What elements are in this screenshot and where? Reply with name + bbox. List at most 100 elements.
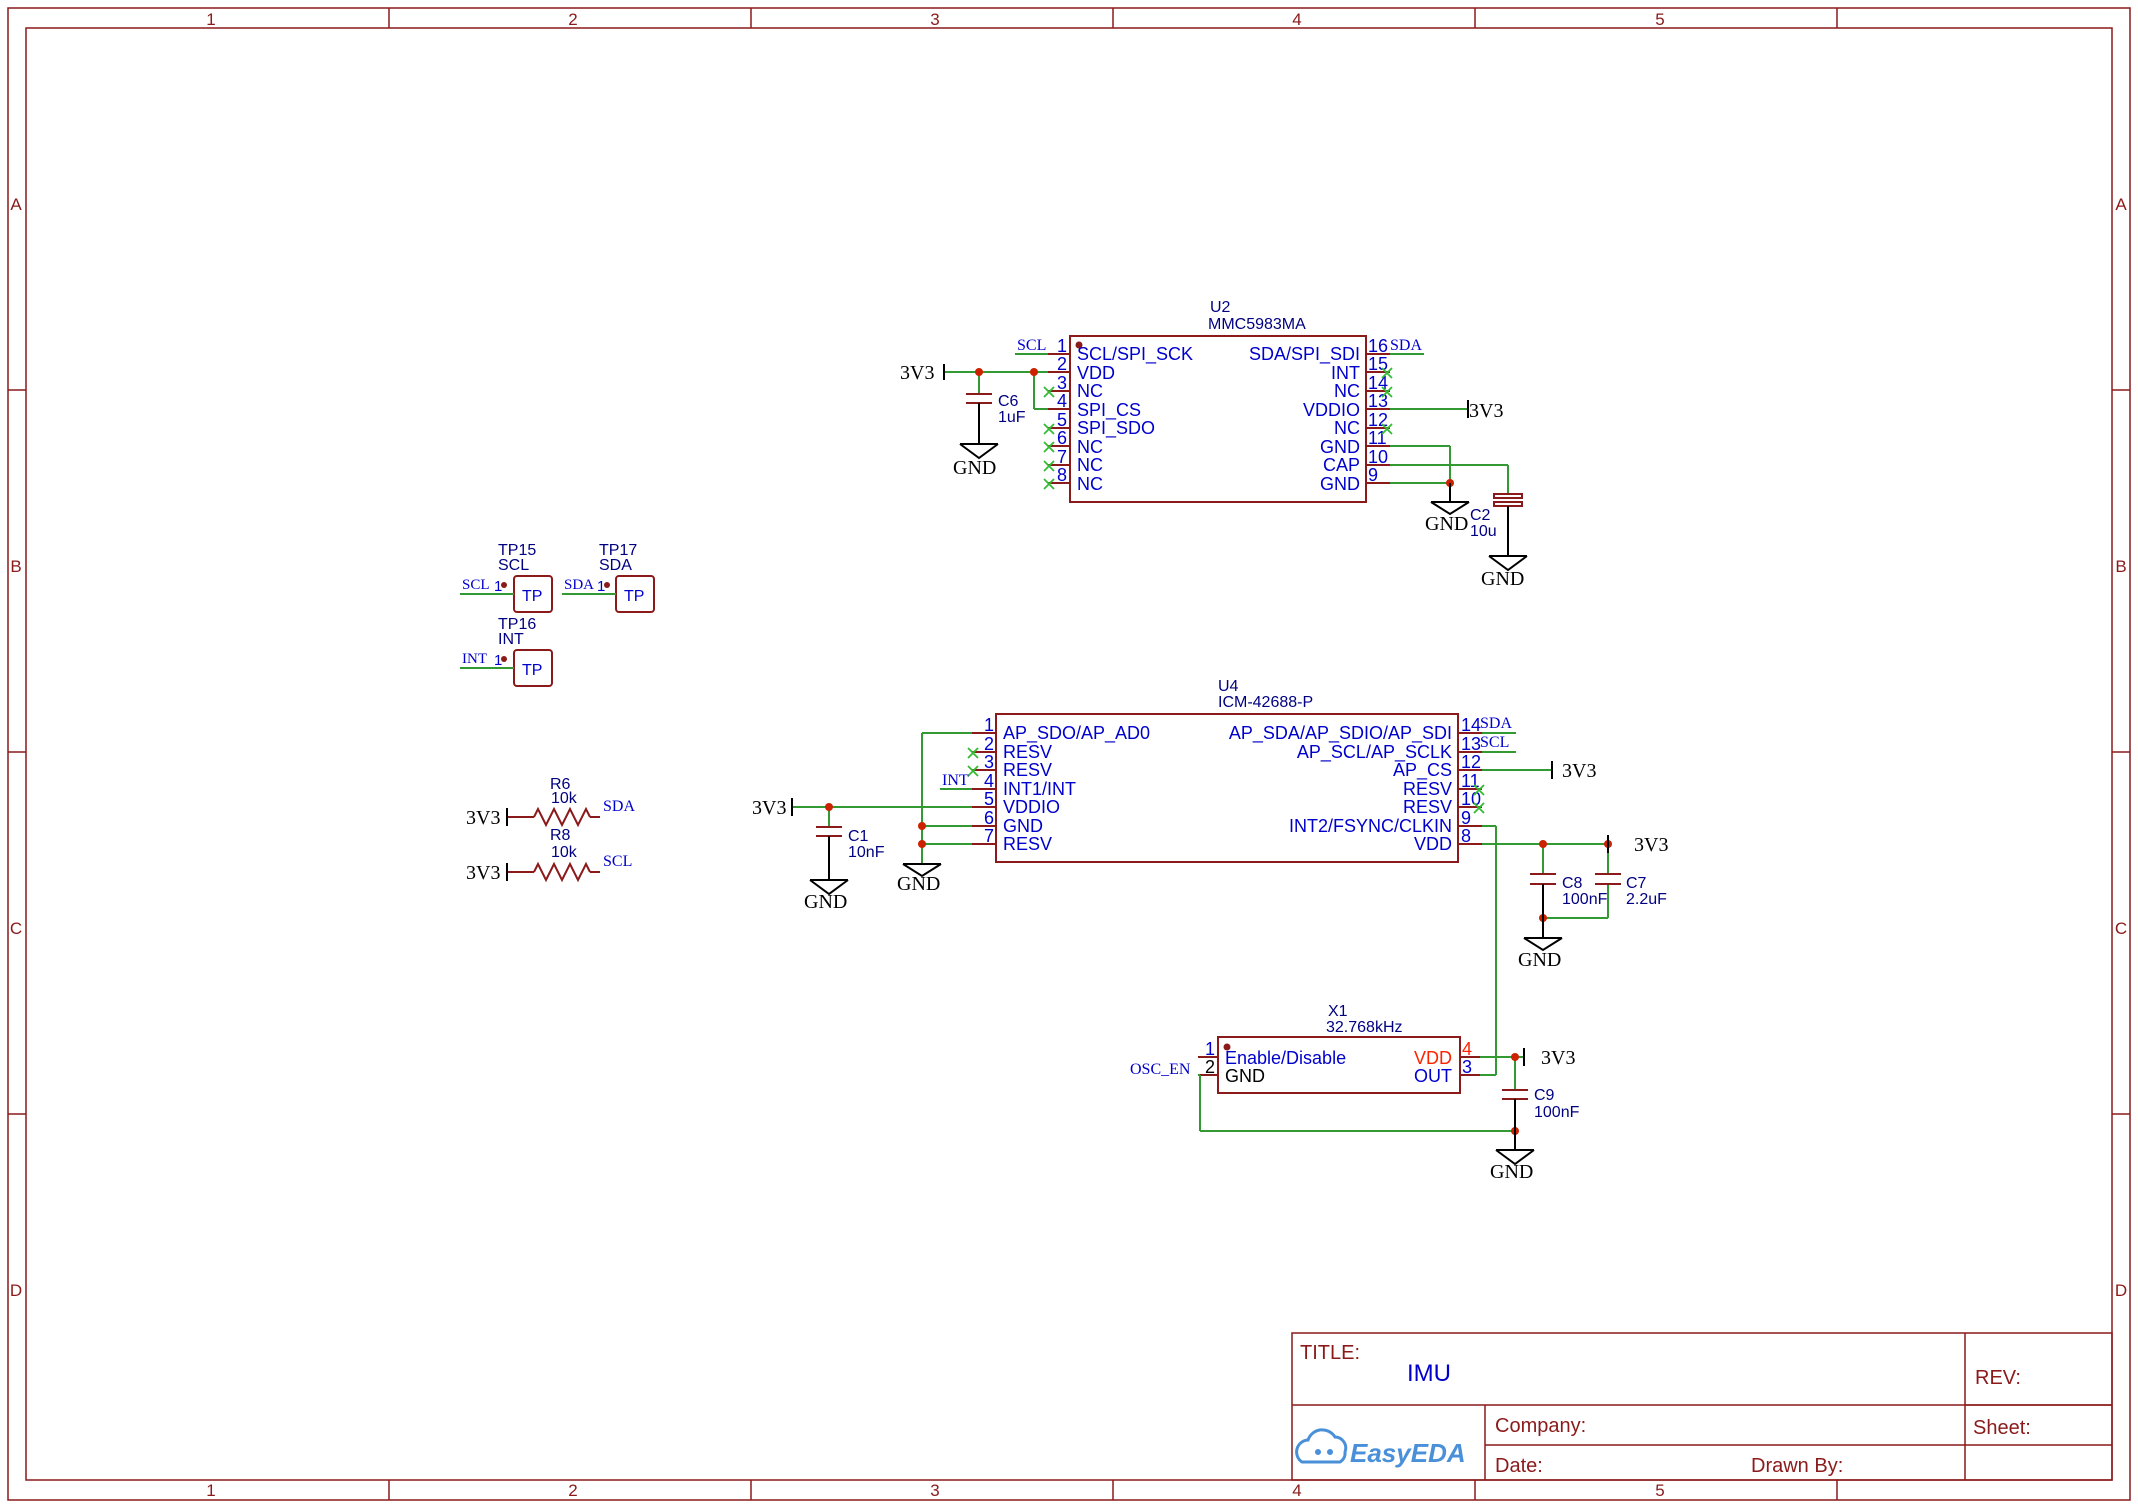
- u2-pin-num: 7: [1057, 447, 1067, 467]
- drawn-by-label: Drawn By:: [1751, 1455, 1843, 1477]
- net-label-scl: SCL: [603, 853, 632, 870]
- u2-component[interactable]: U2 MMC5983MA SCL/SPI_SCK VDD NC SPI_CS S…: [1043, 299, 1393, 503]
- u4-pin-num: 4: [984, 771, 994, 791]
- border-row-label: D: [10, 1281, 22, 1300]
- u2-pin-name: GND: [1320, 437, 1360, 457]
- u2-pin-name: NC: [1334, 381, 1360, 401]
- x1-designator: X1: [1328, 1003, 1348, 1020]
- c1-ref: C1: [848, 828, 869, 845]
- border-col-label: 1: [206, 1481, 215, 1500]
- title-label: TITLE:: [1300, 1342, 1360, 1364]
- u4-pin-name: RESV: [1003, 742, 1052, 762]
- u4-pin-num: 7: [984, 826, 994, 846]
- u2-pin-num: 2: [1057, 354, 1067, 374]
- u4-pin-num: 5: [984, 789, 994, 809]
- border-row-label: B: [2115, 557, 2126, 576]
- pin1-dot: [1223, 1043, 1231, 1051]
- c1-capacitor[interactable]: C1 10nF: [816, 826, 885, 880]
- c9-ref: C9: [1534, 1087, 1555, 1104]
- c2-capacitor[interactable]: C2 10u: [1470, 493, 1523, 556]
- u4-pin-num: 13: [1461, 734, 1481, 754]
- power-3v3-symbol: 3V3: [1551, 760, 1596, 782]
- power-3v3-label: 3V3: [466, 807, 500, 829]
- r8-ref: R8: [550, 827, 571, 844]
- u2-pin-num: 16: [1368, 336, 1388, 356]
- x1-oscillator[interactable]: X1 32.768kHz Enable/Disable GND VDD OUT …: [1198, 1003, 1480, 1094]
- border-col-label: 4: [1292, 1481, 1301, 1500]
- u2-pin-num: 6: [1057, 428, 1067, 448]
- u4-pin-num: 14: [1461, 715, 1481, 735]
- svg-text:3V3: 3V3: [1541, 1047, 1575, 1069]
- u2-pin-name: VDDIO: [1303, 400, 1360, 420]
- u2-pin-name: SPI_CS: [1077, 400, 1141, 421]
- tp15-net: SCL: [498, 557, 529, 574]
- svg-text:GND: GND: [1490, 1161, 1533, 1183]
- tp16-testpoint[interactable]: TP16 INT TP 1 INT: [460, 616, 553, 687]
- u2-pin-name: NC: [1334, 418, 1360, 438]
- c1-value: 10nF: [848, 844, 885, 861]
- net-label-int: INT: [942, 772, 969, 789]
- net-label-scl: SCL: [462, 577, 490, 593]
- u2-pin-name: SCL/SPI_SCK: [1077, 344, 1193, 365]
- tp17-testpoint[interactable]: TP17 SDA TP 1 SDA: [562, 542, 655, 613]
- svg-text:GND: GND: [1481, 568, 1524, 590]
- c6-capacitor[interactable]: C6 1uF: [966, 393, 1026, 444]
- c7-ref: C7: [1626, 875, 1647, 892]
- border-col-label: 4: [1292, 10, 1301, 29]
- svg-text:3V3: 3V3: [1469, 400, 1503, 422]
- border-row-label: A: [2115, 195, 2127, 214]
- border-col-label: 3: [930, 1481, 939, 1500]
- svg-text:GND: GND: [1425, 513, 1468, 535]
- c9-capacitor[interactable]: C9 100nF: [1502, 1087, 1580, 1150]
- title-block: TITLE: IMU REV: Company: Sheet: Date: Dr…: [1291, 1332, 2113, 1481]
- u2-pin-num: 5: [1057, 410, 1067, 430]
- u2-pin-name: NC: [1077, 381, 1103, 401]
- u2-pin-name: VDD: [1077, 363, 1115, 383]
- u4-designator: U4: [1218, 678, 1239, 695]
- x1-pin-num: 2: [1205, 1057, 1215, 1077]
- u4-pin-name: VDDIO: [1003, 797, 1060, 817]
- pin1-dot: [1075, 341, 1083, 349]
- u4-pin-name: INT1/INT: [1003, 779, 1076, 799]
- net-label-sda: SDA: [1390, 337, 1422, 354]
- u4-pin-name: RESV: [1403, 797, 1452, 817]
- c2-value: 10u: [1470, 523, 1497, 540]
- x1-pin-num: 4: [1462, 1039, 1472, 1059]
- c8-capacitor[interactable]: C8 100nF: [1530, 873, 1608, 938]
- c7-capacitor[interactable]: C7 2.2uF: [1595, 873, 1667, 908]
- tp15-testpoint[interactable]: TP15 SCL TP 1 SCL: [460, 542, 553, 613]
- x1-body: [1217, 1036, 1461, 1094]
- u2-body: [1069, 335, 1367, 503]
- company-label: Company:: [1495, 1415, 1586, 1437]
- u4-pin-num: 1: [984, 715, 994, 735]
- u4-wires: [792, 732, 1609, 1075]
- border-col-label: 5: [1655, 1481, 1664, 1500]
- border-row-label: C: [10, 919, 22, 938]
- svg-text:GND: GND: [1518, 949, 1561, 971]
- border-col-label: 2: [568, 1481, 577, 1500]
- tp15-body: TP: [522, 588, 542, 605]
- u4-component[interactable]: U4 ICM-42688-P AP_SDO/AP_AD0 RESV RESV I…: [967, 678, 1485, 863]
- u2-part-name: MMC5983MA: [1208, 316, 1306, 333]
- u2-pin-name: SPI_SDO: [1077, 418, 1155, 439]
- u2-pin-num: 10: [1368, 447, 1388, 467]
- net-label-osc-en: OSC_EN: [1130, 1061, 1191, 1078]
- c9-value: 100nF: [1534, 1104, 1580, 1121]
- r6-resistor[interactable]: R6 10k 3V3 SDA: [466, 776, 635, 829]
- easyeda-logo: EasyEDA: [1295, 1428, 1466, 1468]
- ground-symbol: GND: [1490, 1149, 1535, 1183]
- u2-pin-num: 8: [1057, 465, 1067, 485]
- x1-part-name: 32.768kHz: [1326, 1019, 1403, 1036]
- x1-pin-name: OUT: [1414, 1066, 1452, 1086]
- r8-resistor[interactable]: R8 10k 3V3 SCL: [466, 827, 632, 884]
- c6-value: 1uF: [998, 409, 1026, 426]
- sheet-label: Sheet:: [1973, 1417, 2031, 1439]
- u2-pin-name: CAP: [1323, 455, 1360, 475]
- net-label-scl: SCL: [1480, 734, 1509, 751]
- u4-pin-name: RESV: [1403, 779, 1452, 799]
- c8-ref: C8: [1562, 875, 1583, 892]
- c6-ref: C6: [998, 393, 1019, 410]
- u2-pin-name: NC: [1077, 455, 1103, 475]
- x1-pin-num: 1: [1205, 1039, 1215, 1059]
- title-value: IMU: [1407, 1360, 1451, 1387]
